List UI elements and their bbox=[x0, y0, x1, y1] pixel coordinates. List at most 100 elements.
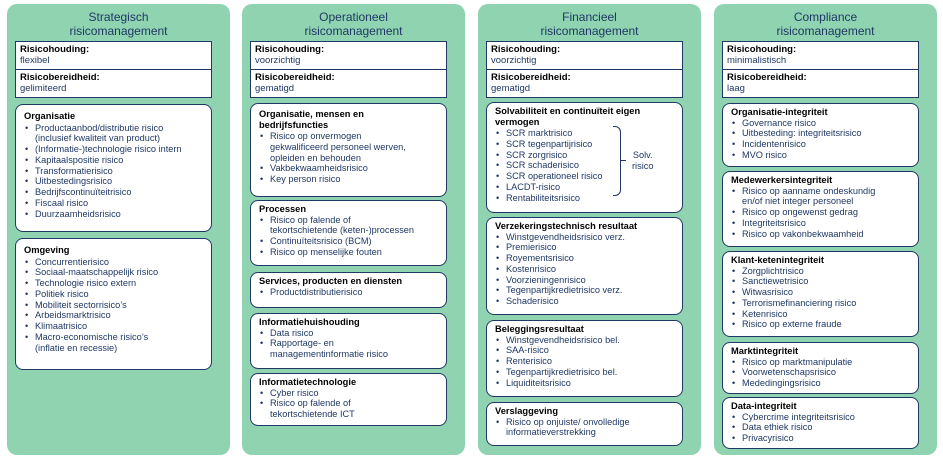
risk-item: Terrorismefinanciering risico bbox=[731, 298, 913, 309]
risk-item: Key person risico bbox=[259, 174, 441, 185]
risk-item: SCR tegenpartijrisico bbox=[495, 139, 677, 150]
risk-item: Rentabiliteitsrisico bbox=[495, 193, 677, 204]
column-compliance: Compliance risicomanagement Risicohoudin… bbox=[714, 4, 937, 455]
risk-item: Technologie risico extern bbox=[24, 278, 206, 289]
risk-box-title: Verzekeringstechnisch resultaat bbox=[495, 221, 638, 231]
risicohouding-row: Risicohouding: voorzichtig bbox=[251, 42, 446, 69]
risk-item: Sanctiewetrisico bbox=[731, 276, 913, 287]
risk-box-verslaggeving: Verslaggeving Risico op onjuiste/ onvoll… bbox=[486, 402, 683, 446]
risk-box-title: Organisatie-integriteit bbox=[731, 107, 828, 117]
column-financieel: Financieel risicomanagement Risicohoudin… bbox=[478, 4, 701, 455]
risk-item: Premierisico bbox=[495, 242, 677, 253]
risk-box-title: Organisatie bbox=[24, 111, 76, 121]
risk-item: Ketenrisico bbox=[731, 309, 913, 320]
risk-item: Transformatierisico bbox=[24, 166, 206, 177]
risicobereidheid-value: gematigd bbox=[255, 83, 295, 94]
risk-box-data-integriteit: Data-integriteit Cybercrime integriteits… bbox=[722, 397, 919, 449]
column-title: Operationeel risicomanagement bbox=[304, 10, 403, 38]
risicobereidheid-label: Risicobereidheid: bbox=[20, 72, 100, 83]
risk-box-title: Omgeving bbox=[24, 245, 70, 255]
risk-box-title: Informatietechnologie bbox=[259, 377, 357, 387]
risicohouding-label: Risicohouding: bbox=[20, 44, 90, 55]
risk-item: Continuïteitsrisico (BCM) bbox=[259, 236, 441, 247]
risk-item: Witwasrisico bbox=[731, 287, 913, 298]
risk-item: SAA-risico bbox=[495, 345, 677, 356]
column-title: Financieel risicomanagement bbox=[540, 10, 639, 38]
risicohouding-value: voorzichtig bbox=[491, 55, 537, 66]
risk-item: Renterisico bbox=[495, 356, 677, 367]
appetite-box: Risicohouding: voorzichtig Risicobereidh… bbox=[250, 41, 447, 98]
risicohouding-value: voorzichtig bbox=[255, 55, 301, 66]
risicobereidheid-value: gelimiteerd bbox=[20, 83, 67, 94]
risk-item: Governance risico bbox=[731, 118, 913, 129]
risk-item: SCR marktrisico bbox=[495, 128, 677, 139]
risk-item: MVO risico bbox=[731, 150, 913, 161]
risk-item: Data risico bbox=[259, 328, 441, 339]
appetite-box: Risicohouding: minimalistisch Risicobere… bbox=[722, 41, 919, 98]
column-title: Compliance risicomanagement bbox=[776, 10, 875, 38]
risk-item: Winstgevendheidsrisico verz. bbox=[495, 232, 677, 243]
risk-box-title: Organisatie, mensen en bedrijfsfuncties bbox=[259, 109, 364, 130]
column-title: Strategisch risicomanagement bbox=[69, 10, 168, 38]
risk-box-title: Solvabiliteit en continuïteit eigen verm… bbox=[495, 106, 641, 127]
risk-item: LACDT-risico bbox=[495, 182, 677, 193]
risk-item: Risico op vakonbekwaamheid bbox=[731, 229, 913, 240]
risk-item: Macro-economische risico’s (inflatie en … bbox=[24, 332, 206, 354]
risk-item: Risico op falende of tekortschietende IC… bbox=[259, 398, 441, 420]
risicohouding-row: Risicohouding: flexibel bbox=[16, 42, 211, 69]
risk-item: Risico op ongewenst gedrag bbox=[731, 207, 913, 218]
risk-item: Kostenrisico bbox=[495, 264, 677, 275]
risk-item: Liquiditeitsrisico bbox=[495, 378, 677, 389]
risk-item: Vakbekwaamheidsrisico bbox=[259, 163, 441, 174]
solv-label: Solv. risico bbox=[632, 150, 654, 171]
risicobereidheid-value: gematigd bbox=[491, 83, 531, 94]
risicobereidheid-row: Risicobereidheid: gematigd bbox=[487, 69, 682, 96]
risk-box-title: Processen bbox=[259, 204, 307, 214]
column-operationeel: Operationeel risicomanagement Risicohoud… bbox=[242, 4, 465, 455]
risk-box-title: Beleggingsresultaat bbox=[495, 324, 584, 334]
risk-box-organisatie-mensen: Organisatie, mensen en bedrijfsfuncties … bbox=[250, 103, 447, 197]
risicohouding-row: Risicohouding: minimalistisch bbox=[723, 42, 918, 69]
risk-item: Risico op aanname ondeskundig en/of niet… bbox=[731, 186, 913, 208]
risk-item: Bedrijfscontinuïteitrisico bbox=[24, 187, 206, 198]
risk-item: Uitbesteding: integriteitsrisico bbox=[731, 128, 913, 139]
risicobereidheid-value: laag bbox=[727, 83, 745, 94]
risk-item: Incidentenrisico bbox=[731, 139, 913, 150]
risk-box-title: Marktintegriteit bbox=[731, 346, 799, 356]
column-strategisch: Strategisch risicomanagement Risicohoudi… bbox=[7, 4, 230, 455]
risk-item: Uitbestedingsrisico bbox=[24, 176, 206, 187]
risicobereidheid-label: Risicobereidheid: bbox=[255, 72, 335, 83]
risk-box-solvabiliteit: Solvabiliteit en continuïteit eigen verm… bbox=[486, 102, 683, 213]
risk-item: Privacyrisico bbox=[731, 433, 913, 444]
risicohouding-label: Risicohouding: bbox=[255, 44, 325, 55]
risk-item: Integriteitsrisico bbox=[731, 218, 913, 229]
risk-box-informatietechnologie: Informatietechnologie Cyber risico Risic… bbox=[250, 373, 447, 426]
risicohouding-label: Risicohouding: bbox=[491, 44, 561, 55]
risk-box-title: Services, producten en diensten bbox=[259, 276, 403, 286]
risk-item: (Informatie-)technologie risico intern bbox=[24, 144, 206, 155]
risicobereidheid-label: Risicobereidheid: bbox=[491, 72, 571, 83]
risk-item: Winstgevendheidsrisico bel. bbox=[495, 335, 677, 346]
risk-box-organisatie: Organisatie Productaanbod/distributie ri… bbox=[15, 104, 212, 232]
risk-box-informatiehuishouding: Informatiehuishouding Data risico Rappor… bbox=[250, 313, 447, 369]
risk-item: Concurrentierisico bbox=[24, 257, 206, 268]
risk-item: Risico op falende of tekortschietende (k… bbox=[259, 215, 441, 237]
risk-box-title: Klant-ketenintegriteit bbox=[731, 255, 824, 265]
risk-item: Mobiliteit sectorrisico’s bbox=[24, 300, 206, 311]
risk-box-services: Services, producten en diensten Productd… bbox=[250, 272, 447, 308]
risk-item: Risico op marktmanipulatie bbox=[731, 357, 913, 368]
risk-box-omgeving: Omgeving Concurrentierisico Sociaal-maat… bbox=[15, 238, 212, 370]
risk-item: Klimaatrisico bbox=[24, 321, 206, 332]
risk-box-title: Informatiehuishouding bbox=[259, 317, 360, 327]
risk-item: Risico op externe fraude bbox=[731, 319, 913, 330]
risk-item: Royementsrisico bbox=[495, 253, 677, 264]
solv-brace bbox=[613, 126, 626, 196]
risk-item: SCR zorgrisico bbox=[495, 150, 677, 161]
risk-item: Cyber risico bbox=[259, 388, 441, 399]
risk-box-klant-ketenintegriteit: Klant-ketenintegriteit Zorgplichtrisico … bbox=[722, 251, 919, 337]
risk-item: SCR operationeel risico bbox=[495, 171, 677, 182]
risk-item: Productaanbod/distributie risico (inclus… bbox=[24, 123, 206, 145]
risk-item: Fiscaal risico bbox=[24, 198, 206, 209]
appetite-box: Risicohouding: flexibel Risicobereidheid… bbox=[15, 41, 212, 98]
risk-item: Cybercrime integriteitsrisico bbox=[731, 412, 913, 423]
